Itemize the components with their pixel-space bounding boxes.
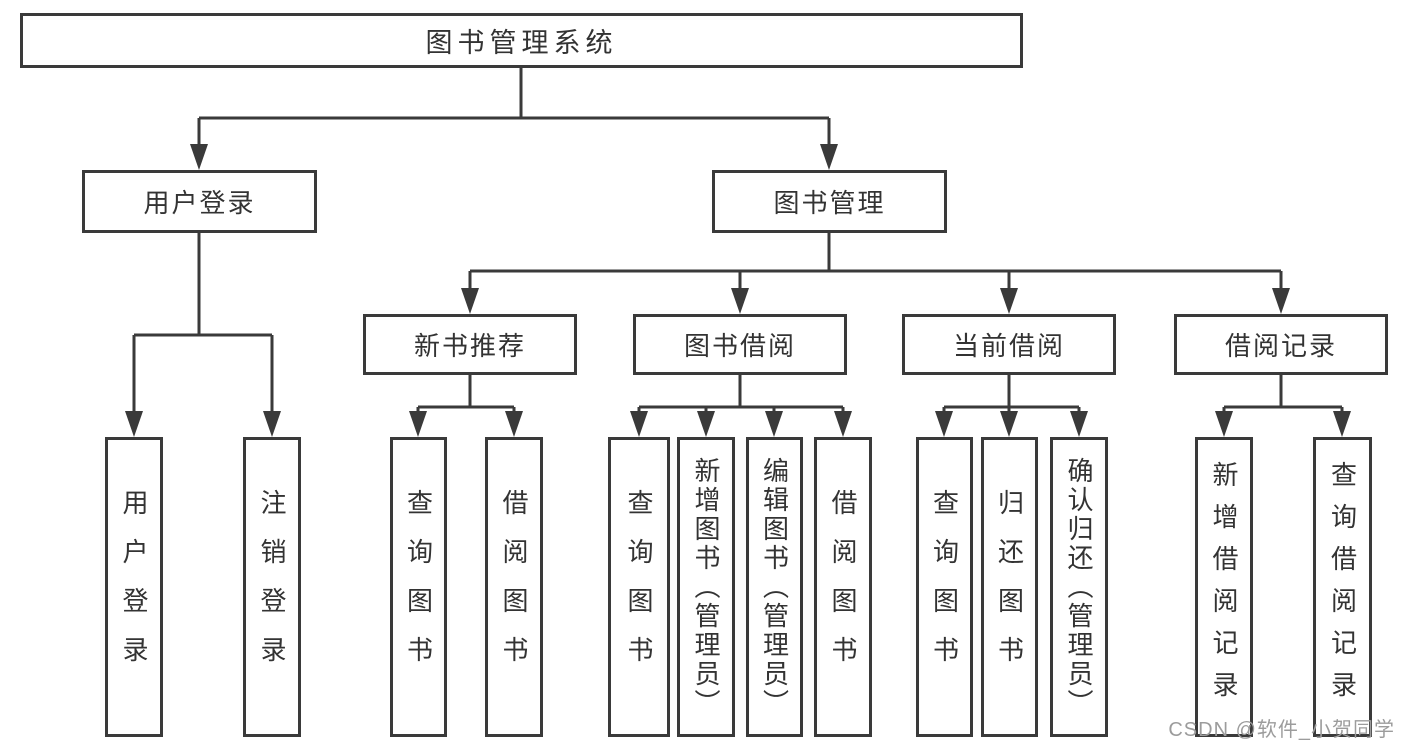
leaf-recommend-borrow-books-label: 借阅图书 <box>499 489 529 685</box>
leaf-return-books: 归还图书 <box>981 437 1038 737</box>
leaf-return-books-label: 归还图书 <box>994 489 1025 685</box>
leaf-recommend-borrow-books: 借阅图书 <box>485 437 543 737</box>
leaf-logout-login-label: 注销登录 <box>257 489 287 685</box>
leaf-edit-books-admin: 编辑图书（管理员） <box>746 437 803 737</box>
leaf-add-books-admin-label: 新增图书（管理员） <box>691 456 721 718</box>
leaf-add-borrow-record-label: 新增借阅记录 <box>1209 461 1239 713</box>
leaf-logout-login: 注销登录 <box>243 437 301 737</box>
leaf-add-borrow-record: 新增借阅记录 <box>1195 437 1253 737</box>
leaf-borrowing-query-books-label: 查询图书 <box>624 489 654 685</box>
leaf-current-query-books: 查询图书 <box>916 437 973 737</box>
leaf-borrowing-borrow-books-label: 借阅图书 <box>828 489 858 685</box>
leaf-recommend-query-books-label: 查询图书 <box>403 489 434 685</box>
node-user-login: 用户登录 <box>82 170 317 233</box>
leaf-recommend-query-books: 查询图书 <box>390 437 447 737</box>
leaf-user-login-label: 用户登录 <box>119 489 149 685</box>
leaf-borrowing-borrow-books: 借阅图书 <box>814 437 872 737</box>
leaf-current-query-books-label: 查询图书 <box>929 489 960 685</box>
leaf-add-books-admin: 新增图书（管理员） <box>677 437 735 737</box>
watermark: CSDN @软件_小贺同学 <box>1168 719 1395 741</box>
leaf-query-borrow-record: 查询借阅记录 <box>1313 437 1372 737</box>
leaf-borrowing-query-books: 查询图书 <box>608 437 670 737</box>
node-borrowing-records: 借阅记录 <box>1174 314 1388 375</box>
leaf-query-borrow-record-label: 查询借阅记录 <box>1327 461 1358 713</box>
leaf-confirm-return-admin: 确认归还（管理员） <box>1050 437 1108 737</box>
leaf-edit-books-admin-label: 编辑图书（管理员） <box>759 456 790 718</box>
leaf-confirm-return-admin-label: 确认归还（管理员） <box>1064 456 1094 718</box>
node-current-borrowing: 当前借阅 <box>902 314 1116 375</box>
leaf-user-login: 用户登录 <box>105 437 163 737</box>
node-book-management: 图书管理 <box>712 170 947 233</box>
node-library-system: 图书管理系统 <box>20 13 1023 68</box>
node-new-book-recommendation: 新书推荐 <box>363 314 577 375</box>
node-book-borrowing: 图书借阅 <box>633 314 847 375</box>
